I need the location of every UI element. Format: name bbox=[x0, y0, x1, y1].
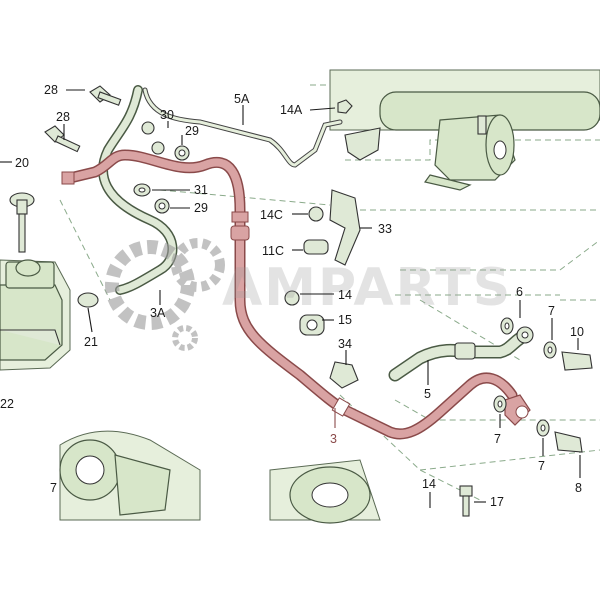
callout-28: 28 bbox=[56, 110, 70, 124]
callout-14: 14 bbox=[338, 288, 352, 302]
callout-21: 21 bbox=[84, 335, 98, 349]
callout-29: 29 bbox=[194, 201, 208, 215]
callout-17: 17 bbox=[490, 495, 504, 509]
callout-3: 3 bbox=[330, 432, 337, 446]
callout-30: 30 bbox=[160, 108, 174, 122]
callout-7-lower-left: 7 bbox=[494, 432, 501, 446]
callout-10: 10 bbox=[570, 325, 584, 339]
callout-14-bottom: 14 bbox=[422, 477, 436, 491]
callout-7-bottom-left: 7 bbox=[50, 481, 57, 495]
callout-6-right: 7 bbox=[548, 304, 555, 318]
pressure-line-3 bbox=[61, 149, 531, 440]
return-line-3A bbox=[98, 85, 178, 295]
callout-28-top: 28 bbox=[44, 83, 58, 97]
callout-3A: 3A bbox=[150, 306, 166, 320]
callout-8: 8 bbox=[575, 481, 582, 495]
bolt-20 bbox=[9, 192, 35, 253]
hardware-parts bbox=[44, 85, 593, 517]
callout-14C: 14C bbox=[260, 208, 283, 222]
callout-33: 33 bbox=[378, 222, 392, 236]
line-5 bbox=[388, 326, 534, 382]
callout-leaders bbox=[0, 89, 581, 508]
callout-34: 34 bbox=[338, 337, 352, 351]
line-5A bbox=[142, 87, 343, 168]
callout-20: 20 bbox=[15, 156, 29, 170]
callout-11C: 11C bbox=[262, 244, 284, 258]
callout-29-top: 29 bbox=[185, 124, 199, 138]
callout-15: 15 bbox=[338, 313, 352, 327]
steering-rack-housing bbox=[329, 69, 600, 191]
callout-6-left: 6 bbox=[516, 285, 523, 299]
pump-assembly-bottom bbox=[59, 430, 381, 524]
callout-7-lower-right: 7 bbox=[538, 459, 545, 473]
watermark-text: AMPARTS bbox=[222, 258, 512, 318]
fluid-reservoir bbox=[0, 259, 71, 371]
callout-22: 22 bbox=[0, 397, 14, 411]
callout-labels: 28 28 20 22 21 5A 14A 30 29 31 29 3A 14C… bbox=[0, 83, 584, 509]
callout-31: 31 bbox=[194, 183, 208, 197]
watermark: AMPARTS bbox=[105, 238, 512, 351]
callout-5A: 5A bbox=[234, 92, 250, 106]
callout-14A: 14A bbox=[280, 103, 303, 117]
callout-5: 5 bbox=[424, 387, 431, 401]
